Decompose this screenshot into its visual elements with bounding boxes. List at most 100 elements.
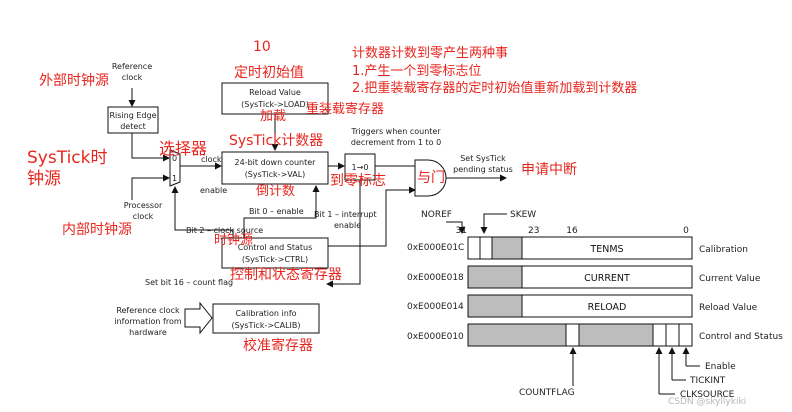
block-diagram xyxy=(107,82,507,335)
skew-pointer xyxy=(480,213,507,234)
register-row-current: 0xE000E018 CURRENT Current Value xyxy=(407,265,761,289)
clock-source-wire xyxy=(171,186,234,238)
register-field: TENMS xyxy=(589,244,623,255)
set-bit16-label: Set bit 16 – count flag xyxy=(145,278,233,287)
refclock-info-label-2: information from xyxy=(114,317,182,326)
calibration-box xyxy=(212,303,320,334)
countflag-bit xyxy=(565,323,580,347)
down-counter-box xyxy=(221,151,329,185)
refclock-info-label-3: hardware xyxy=(129,328,167,337)
systick-clock-note: SysTick时 xyxy=(27,148,107,168)
register-label: Calibration xyxy=(699,245,748,255)
bit0-enable-wire xyxy=(243,185,320,238)
clock-mux xyxy=(169,149,181,187)
and-gate-note: 与门 xyxy=(417,170,445,186)
reference-clock-label-2: clock xyxy=(122,73,143,82)
register-label: Control and Status xyxy=(699,332,783,342)
transition-label: 1→0 xyxy=(352,163,369,172)
register-address: 0xE000E014 xyxy=(407,302,464,312)
reload-value-label: Reload Value xyxy=(249,88,301,97)
noref-bit xyxy=(467,236,481,260)
countflag-label: COUNTFLAG xyxy=(519,388,575,398)
register-row-control: 0xE000E010 Control and Status xyxy=(407,323,783,347)
diagram-labels: Reference clock Rising Edge detect Proce… xyxy=(110,62,513,337)
red-annotations: 外部时钟源 SysTick时 钟源 选择器 内部时钟源 10 定时初始值 加载 … xyxy=(27,39,637,354)
bit0-enable-label: Bit 0 – enable xyxy=(249,207,304,216)
request-interrupt-note: 申请中断 xyxy=(521,162,577,178)
watermark: CSDN @skyllykiki xyxy=(668,397,746,407)
clksource-bit xyxy=(652,323,667,347)
enable-bit xyxy=(678,323,693,347)
tickint-bit xyxy=(665,323,680,347)
internal-clock-note: 内部时钟源 xyxy=(62,221,132,238)
event-1-note: 1.产生一个到零标志位 xyxy=(352,64,481,79)
rising-edge-box xyxy=(107,106,159,134)
calibration-register-label: (SysTick->CALIB) xyxy=(231,321,300,330)
systick-counter-note: SysTick计数器 xyxy=(229,133,323,149)
mux-input-1: 1 xyxy=(172,174,177,183)
register-map: NOREF SKEW 31 23 16 0 0xE000E01C TENMS C… xyxy=(407,210,783,400)
register-address: 0xE000E018 xyxy=(407,273,464,283)
calib-input-arrow xyxy=(184,301,213,335)
ten-note: 10 xyxy=(253,39,271,55)
bit-pointers xyxy=(569,347,700,395)
noref-pointer xyxy=(446,221,466,234)
bit16-label: 16 xyxy=(566,226,578,236)
ctrl-status-register-note: 控制和状态寄存器 xyxy=(230,266,342,283)
reload-register-label: (SysTick->LOAD) xyxy=(241,100,309,109)
event-2-note: 2.把重装载寄存器的定时初始值重新加载到计数器 xyxy=(352,80,637,96)
processor-clock-label-2: clock xyxy=(133,212,154,221)
systick-clock-note-2: 钟源 xyxy=(27,169,61,189)
and-gate xyxy=(414,159,447,197)
reload-register-note: 重装载寄存器 xyxy=(306,101,384,117)
bit1-interrupt-label-2: enable xyxy=(334,221,361,230)
down-counter-register-label: (SysTick->VAL) xyxy=(245,170,306,179)
counter-enable-label: enable xyxy=(200,186,227,195)
load-note: 加载 xyxy=(260,109,286,124)
register-field: CURRENT xyxy=(584,273,630,284)
register-label: Current Value xyxy=(699,274,761,284)
rising-edge-label: Rising Edge xyxy=(110,111,157,120)
skew-bit xyxy=(479,236,493,260)
reserved-field xyxy=(467,294,523,318)
triggers-label-2: decrement from 1 to 0 xyxy=(351,138,441,147)
register-address: 0xE000E01C xyxy=(407,243,464,253)
skew-label: SKEW xyxy=(510,210,536,220)
triggers-label: Triggers when counter xyxy=(350,127,441,136)
mux-input-0: 0 xyxy=(172,154,177,163)
tickint-label: TICKINT xyxy=(689,376,726,386)
noref-label: NOREF xyxy=(421,210,452,220)
processor-clock-label: Processor xyxy=(124,201,163,210)
reference-clock-label: Reference xyxy=(112,62,152,71)
set-systick-label-2: pending status xyxy=(453,165,513,174)
countflag-wire xyxy=(326,180,361,288)
external-clock-note: 外部时钟源 xyxy=(39,72,109,89)
bit2-clock-source-label: Bit 2 – clock source xyxy=(186,226,263,235)
enable-label: Enable xyxy=(705,362,736,372)
countdown-note: 倒计数 xyxy=(256,184,295,199)
set-systick-label: Set SysTick xyxy=(460,154,506,163)
interrupt-enable-wire xyxy=(328,186,416,247)
bit0-label: 0 xyxy=(683,226,689,236)
selector-note: 选择器 xyxy=(159,139,207,158)
rising-edge-label-2: detect xyxy=(120,122,146,131)
to-zero-flag-note: 到零标志 xyxy=(330,173,386,189)
reserved-field xyxy=(491,236,523,260)
down-counter-label: 24-bit down counter xyxy=(235,158,317,167)
counter-clock-label: clock xyxy=(201,155,222,164)
register-row-calibration: 0xE000E01C TENMS Calibration xyxy=(407,236,748,260)
bit1-interrupt-label: Bit 1 – interrupt xyxy=(314,210,377,219)
bit23-label: 23 xyxy=(528,226,539,236)
clksource-label: CLKSOURCE xyxy=(680,390,735,400)
reload-init-note: 定时初始值 xyxy=(234,64,304,81)
ctrl-label: Control and Status xyxy=(238,243,313,252)
register-field: RELOAD xyxy=(588,302,627,313)
refclock-info-label: Reference clock xyxy=(116,306,180,315)
register-address: 0xE000E010 xyxy=(407,332,464,342)
edge-to-mux-wire xyxy=(131,133,170,162)
calibration-label: Calibration info xyxy=(235,309,296,318)
bit31-label: 31 xyxy=(456,226,467,236)
calib-register-note: 校准寄存器 xyxy=(243,337,313,354)
